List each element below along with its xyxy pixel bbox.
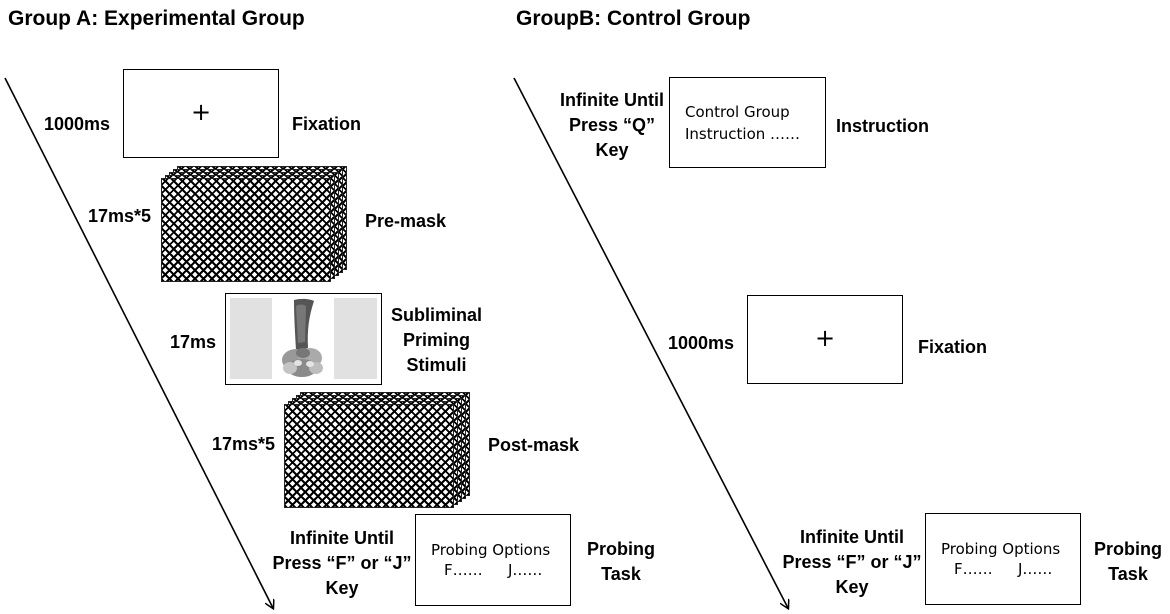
instruction-time-line: Infinite Until — [560, 90, 664, 110]
group-a-fixation-label: Fixation — [292, 114, 362, 134]
group-b-instruction-screen: Control Group Instruction …… — [669, 77, 826, 168]
postmask-frame — [284, 404, 454, 508]
group-b-instruction-label: Instruction — [836, 116, 929, 136]
probe-label-line: Probing — [1094, 539, 1162, 559]
instruction-line-1: Control Group — [685, 103, 790, 121]
group-b-probe-screen: Probing Options F…… J…… — [925, 513, 1081, 605]
instruction-time-line: Key — [595, 140, 629, 160]
group-a-title: Group A: Experimental Group — [8, 7, 305, 30]
probe-time-line: Infinite Until — [290, 528, 394, 548]
group-a-time-arrow — [4, 77, 273, 608]
fixation-cross: + — [190, 98, 212, 126]
probe-time-line: Press “F” or “J” — [272, 553, 412, 573]
group-a-premask-time: 17ms*5 — [88, 206, 152, 226]
group-b-fixation-label: Fixation — [918, 337, 988, 357]
fixation-cross: + — [814, 324, 836, 352]
instruction-line-2: Instruction …… — [685, 125, 801, 143]
group-a-prime-screen — [225, 293, 382, 385]
group-a-fixation-time: 1000ms — [44, 114, 111, 134]
group-a-postmask-time: 17ms*5 — [212, 434, 276, 454]
prime-label-line: Subliminal — [391, 305, 483, 325]
probe-option-f: F…… — [954, 560, 993, 578]
group-b-title: GroupB: Control Group — [516, 7, 751, 30]
group-b-time-arrow — [513, 77, 788, 608]
prime-right-panel — [334, 298, 377, 379]
probe-options-title: Probing Options — [431, 541, 551, 559]
group-b-fixation-screen: + — [747, 295, 903, 384]
premask-frame — [161, 178, 331, 282]
group-a-premask-label: Pre-mask — [365, 211, 447, 231]
group-b-probe-time: Infinite Until Press “F” or “J” Key — [778, 525, 926, 600]
probe-label-line: Task — [1108, 564, 1148, 584]
group-b-fixation-time: 1000ms — [668, 333, 735, 353]
prime-image — [282, 298, 323, 377]
probe-option-j: J…… — [508, 561, 543, 579]
probe-time-line: Key — [325, 578, 359, 598]
probe-time-line: Press “F” or “J” — [782, 552, 922, 572]
group-a-prime-time: 17ms — [170, 332, 217, 352]
group-a-postmask-label: Post-mask — [488, 435, 580, 455]
probe-label-line: Task — [601, 564, 641, 584]
group-a-fixation-screen: + — [123, 69, 279, 158]
group-a-probe-screen: Probing Options F…… J…… — [415, 514, 571, 606]
probe-option-j: J…… — [1018, 560, 1053, 578]
probe-time-line: Infinite Until — [800, 527, 904, 547]
prime-left-panel — [230, 298, 272, 379]
probe-option-f: F…… — [444, 561, 483, 579]
instruction-time-line: Press “Q” — [568, 115, 656, 135]
group-b-probe-label: Probing Task — [1088, 537, 1168, 587]
group-a-prime-label: Subliminal Priming Stimuli — [391, 303, 482, 378]
probe-options-title: Probing Options — [941, 540, 1061, 558]
group-b-instruction-time: Infinite Until Press “Q” Key — [540, 88, 684, 163]
probe-time-line: Key — [835, 577, 869, 597]
group-a-probe-label: Probing Task — [580, 537, 662, 587]
probe-label-line: Probing — [587, 539, 655, 559]
prime-label-line: Stimuli — [406, 355, 467, 375]
group-a-probe-time: Infinite Until Press “F” or “J” Key — [268, 526, 416, 601]
prime-label-line: Priming — [403, 330, 471, 350]
